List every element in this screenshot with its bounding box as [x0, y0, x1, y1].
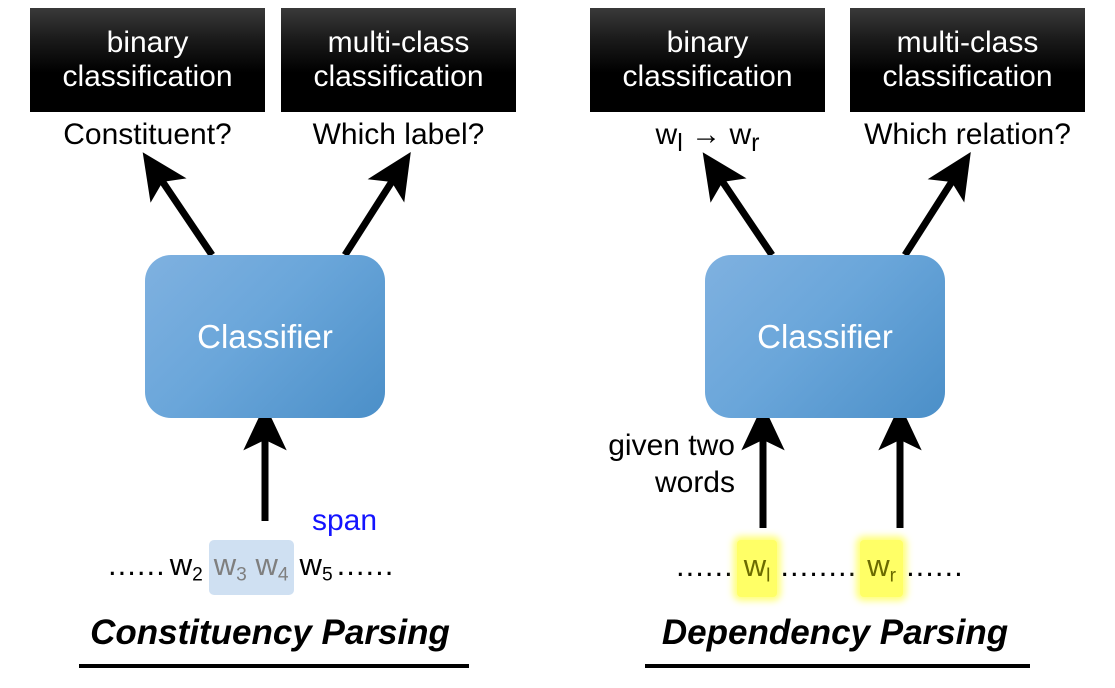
- token-wl: wl: [655, 118, 683, 157]
- arrow-right-to-binary: [702, 152, 775, 257]
- head-box-line2: classification: [313, 60, 484, 93]
- classifier-box-constituency: Classifier: [145, 255, 385, 418]
- token-sub: l: [677, 129, 683, 157]
- head-box-line1: binary: [106, 26, 189, 60]
- arrow-right-to-multiclass: [902, 151, 971, 257]
- token-sub: 3: [236, 564, 247, 586]
- caption-underline-constituency: [79, 664, 469, 668]
- token-sub: 4: [277, 564, 289, 586]
- head-box-multiclass-constituency: multi-class classification: [281, 8, 516, 112]
- input-sentence-constituency: ...... w2 w3 w4 w5 ......: [108, 540, 395, 596]
- token-base: w: [867, 548, 890, 583]
- token-sub: 5: [321, 564, 333, 586]
- token-sub: l: [766, 565, 771, 587]
- relation-arrow-glyph: →: [691, 118, 722, 151]
- token-base: w: [743, 548, 767, 583]
- token-sub: r: [889, 565, 897, 587]
- token-sub: 2: [192, 564, 203, 586]
- span-label: span: [312, 504, 378, 537]
- trailing-dots: ......: [336, 547, 395, 582]
- question-which-relation: Which relation?: [864, 118, 1071, 151]
- caption-underline-dependency: [645, 664, 1030, 668]
- leading-dots: ......: [676, 548, 734, 583]
- arrow-left-to-multiclass: [342, 151, 411, 257]
- head-box-binary-dependency: binary classification: [590, 8, 825, 112]
- head-box-multiclass-dependency: multi-class classification: [850, 8, 1085, 112]
- caption-dependency-parsing: Dependency Parsing: [661, 613, 1009, 652]
- head-box-line2: classification: [882, 60, 1053, 93]
- token-wr-highlight: wr: [860, 540, 904, 598]
- token-base: w: [169, 547, 193, 582]
- leading-dots: ......: [108, 547, 166, 582]
- sidenote-line1: given two: [608, 429, 735, 462]
- token-base: w: [255, 547, 278, 582]
- head-box-binary-constituency: binary classification: [30, 8, 265, 112]
- head-box-line2: classification: [62, 60, 233, 93]
- arrow-left-to-binary: [142, 152, 215, 257]
- sidenote-given-two-words: given two words: [560, 428, 735, 501]
- token-w2: w2: [166, 547, 207, 586]
- middle-dots: ........: [780, 548, 858, 583]
- token-base: w: [729, 118, 752, 151]
- classifier-label: Classifier: [757, 317, 893, 355]
- token-base: w: [213, 547, 237, 582]
- token-w4: w4: [255, 547, 289, 586]
- token-sub: r: [751, 129, 760, 157]
- classifier-box-dependency: Classifier: [705, 255, 945, 418]
- head-box-line1: multi-class: [896, 26, 1039, 60]
- head-box-line1: multi-class: [327, 26, 470, 60]
- question-wl-to-wr: wl → wr: [590, 118, 825, 158]
- token-wr: wr: [729, 118, 759, 157]
- classifier-label: Classifier: [197, 317, 333, 355]
- token-base: w: [299, 547, 322, 582]
- token-w3: w3: [213, 547, 247, 586]
- head-box-line1: binary: [666, 26, 749, 60]
- token-base: w: [655, 118, 678, 151]
- question-which-label: Which label?: [312, 118, 485, 151]
- span-highlight: w3 w4: [208, 540, 294, 596]
- trailing-dots: ......: [906, 548, 964, 583]
- caption-constituency-parsing: Constituency Parsing: [90, 613, 450, 652]
- question-constituent: Constituent?: [63, 118, 232, 151]
- input-sentence-dependency: ...... wl ........ wr ......: [676, 540, 964, 598]
- token-w5: w5: [296, 547, 337, 586]
- token-wl-highlight: wl: [736, 540, 778, 598]
- sidenote-line2: words: [654, 465, 735, 499]
- head-box-line2: classification: [622, 60, 793, 93]
